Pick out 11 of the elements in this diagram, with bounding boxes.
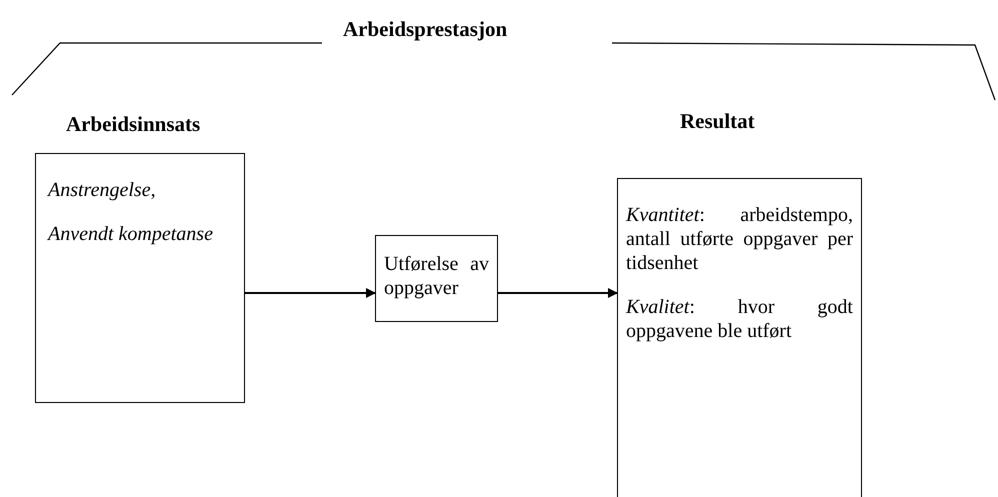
- box-text: Utførelse av oppgaver: [384, 252, 489, 300]
- box-text: Anvendt kompetanse: [48, 222, 214, 246]
- arrow: [245, 288, 376, 298]
- title: Arbeidsprestasjon: [343, 16, 508, 42]
- arrow: [498, 288, 618, 298]
- box-heading: Arbeidsinnsats: [66, 112, 200, 138]
- box-heading: Resultat: [680, 109, 755, 134]
- box-text: Anstrengelse,: [48, 178, 157, 202]
- process-box: [375, 235, 498, 322]
- box-text: Kvalitet: hvor godt oppgavene ble utført: [626, 295, 853, 343]
- box-text: Kvantitet: arbeidstempo, antall utførte oppgaver per tidsenhet: [626, 203, 853, 275]
